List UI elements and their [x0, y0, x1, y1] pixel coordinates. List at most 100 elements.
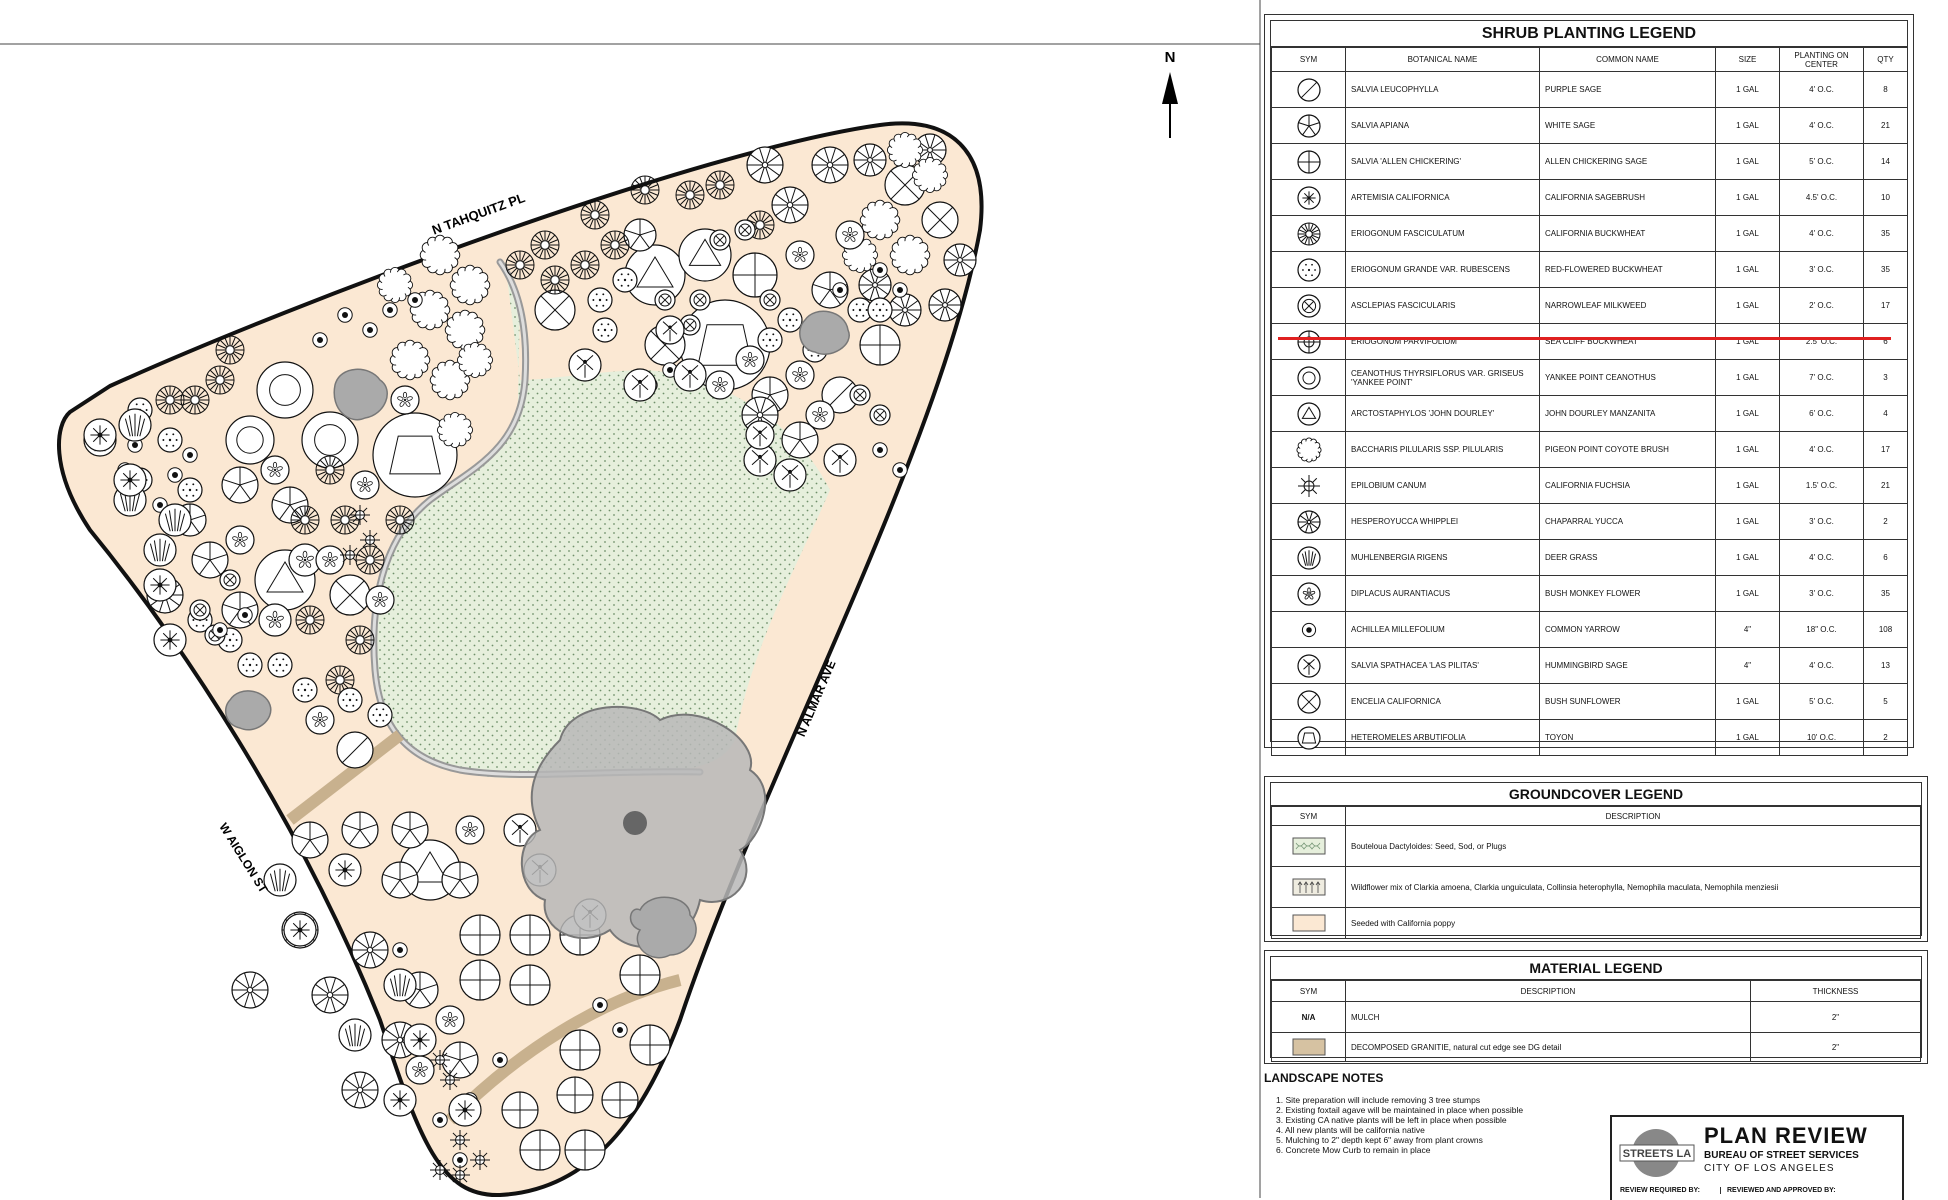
asterisk5-plant-symbol — [341, 811, 379, 849]
small-flower-plant-symbol — [492, 1052, 508, 1068]
asterisk5-plant-icon — [1296, 113, 1321, 138]
burst-plant-symbol — [290, 505, 320, 535]
scallop-plant-symbol — [456, 341, 494, 379]
botanical-name: ARTEMISIA CALIFORNICA — [1345, 179, 1540, 216]
shrub-symbol — [1271, 395, 1346, 432]
burst-plant-symbol — [745, 210, 775, 240]
spokes-plant-symbol — [771, 186, 809, 224]
stamp-reviewed-by: REVIEWED AND APPROVED BY: — [1720, 1187, 1836, 1194]
burst-plant-symbol — [675, 180, 705, 210]
qty: 21 — [1863, 467, 1908, 504]
burst-plant-symbol — [570, 250, 600, 280]
flower-plant-symbol — [455, 815, 485, 845]
on-center: 1.5' O.C. — [1779, 467, 1864, 504]
plus-plant-symbol — [619, 954, 661, 996]
size: 1 GAL — [1715, 71, 1780, 108]
common-name: HUMMINGBIRD SAGE — [1539, 647, 1716, 684]
botanical-name: SALVIA LEUCOPHYLLA — [1345, 71, 1540, 108]
size: 1 GAL — [1715, 467, 1780, 504]
qty: 5 — [1863, 683, 1908, 720]
shrub-symbol — [1271, 575, 1346, 612]
plus-plant-symbol — [556, 1076, 594, 1114]
groundcover-sym-poppy — [1271, 907, 1346, 939]
dotted-plant-symbol — [592, 317, 618, 343]
scallop-plant-symbol — [429, 359, 471, 401]
shrub-legend-row: SALVIA SPATHACEA 'LAS PILITAS'HUMMINGBIR… — [1271, 647, 1908, 684]
on-center: 2' O.C. — [1779, 287, 1864, 324]
size: 1 GAL — [1715, 395, 1780, 432]
groundcover-legend-title: GROUNDCOVER LEGEND — [1271, 783, 1921, 806]
spark-plant-symbol — [450, 1165, 470, 1185]
qty: 8 — [1863, 71, 1908, 108]
col-on-center: PLANTING ON CENTER — [1779, 47, 1864, 72]
on-center: 3' O.C. — [1779, 503, 1864, 540]
dotted-plant-symbol — [847, 297, 873, 323]
star-dot-plant-symbol — [83, 418, 117, 452]
plus-plant-symbol — [601, 1081, 639, 1119]
spokes-plant-symbol — [853, 143, 887, 177]
asterisk5-plant-symbol — [221, 466, 259, 504]
botanical-name: MUHLENBERGIA RIGENS — [1345, 539, 1540, 576]
spark-plant-symbol — [350, 505, 370, 525]
burst-plant-symbol — [315, 455, 345, 485]
shrub-legend-row: ARCTOSTAPHYLOS 'JOHN DOURLEY'JOHN DOURLE… — [1271, 395, 1908, 432]
shrub-legend-row: CEANOTHUS THYRSIFLORUS VAR. GRISEUS 'YAN… — [1271, 359, 1908, 396]
spokes-plant-symbol — [913, 133, 947, 167]
grass-hatch-icon — [1292, 837, 1325, 855]
shrub-symbol — [1271, 179, 1346, 216]
star-dot-plant-symbol — [403, 1023, 437, 1057]
stamp-review-required: REVIEW REQUIRED BY: — [1620, 1187, 1700, 1194]
small-flower-plant-symbol — [872, 262, 888, 278]
spokes-plant-symbol — [231, 971, 269, 1009]
star-dot-plant-symbol — [143, 568, 177, 602]
grass-plant-symbol — [338, 1018, 372, 1052]
qty: 10 — [1863, 179, 1908, 216]
hummingbird-plant-symbol — [773, 458, 807, 492]
shrub-symbol — [1271, 647, 1346, 684]
size: 1 GAL — [1715, 539, 1780, 576]
grass-plant-symbol — [158, 503, 192, 537]
size: 1 GAL — [1715, 251, 1780, 288]
on-center: 4' O.C. — [1779, 431, 1864, 468]
star-dot-plant-symbol — [448, 1093, 482, 1127]
groundcover-sym-wildflower — [1271, 866, 1346, 908]
spokes-plant-symbol — [928, 288, 962, 322]
shrub-symbol — [1271, 251, 1346, 288]
botanical-name: ERIOGONUM GRANDE VAR. RUBESCENS — [1345, 251, 1540, 288]
slash-plant-symbol — [821, 376, 859, 414]
size: 1 GAL — [1715, 503, 1780, 540]
size: 1 GAL — [1715, 179, 1780, 216]
dotted-plant-symbol — [157, 427, 183, 453]
material-sym-dg — [1271, 1032, 1346, 1062]
scallop-plant-symbol — [376, 266, 414, 304]
star-dot-plant-symbol — [328, 853, 362, 887]
burst-plant-symbol — [600, 230, 630, 260]
size: 4" — [1715, 611, 1780, 648]
small-flower-plant-symbol — [312, 332, 328, 348]
shrub-symbol — [1271, 503, 1346, 540]
landscape-notes-list: 1. Site preparation will include removin… — [1276, 1095, 1523, 1155]
qty: 6 — [1863, 323, 1908, 360]
qty: 108 — [1863, 611, 1908, 648]
note-item: 2. Existing foxtail agave will be mainta… — [1276, 1105, 1524, 1115]
col-common: COMMON NAME — [1539, 47, 1716, 72]
small-flower-plant-symbol — [432, 1112, 448, 1128]
common-name: PURPLE SAGE — [1539, 71, 1716, 108]
star-dot-plant-icon — [1296, 185, 1321, 210]
site-plan: N TAHQUITZ PL N ALMAR AVE W AIGLON ST N — [0, 43, 1000, 1198]
flower-plant-symbol — [735, 345, 765, 375]
common-name: CALIFORNIA FUCHSIA — [1539, 467, 1716, 504]
hummingbird-plant-symbol — [623, 368, 657, 402]
spokes-plant-symbol — [311, 976, 349, 1014]
wildflower-hatch-icon — [1292, 878, 1325, 896]
plus-plant-symbol — [459, 959, 501, 1001]
dotted-plant-symbol — [267, 652, 293, 678]
shrub-symbol — [1271, 215, 1346, 252]
on-center: 3' O.C. — [1779, 575, 1864, 612]
spark-plant-symbol — [470, 1150, 490, 1170]
small-flower-plant-symbol — [892, 462, 908, 478]
